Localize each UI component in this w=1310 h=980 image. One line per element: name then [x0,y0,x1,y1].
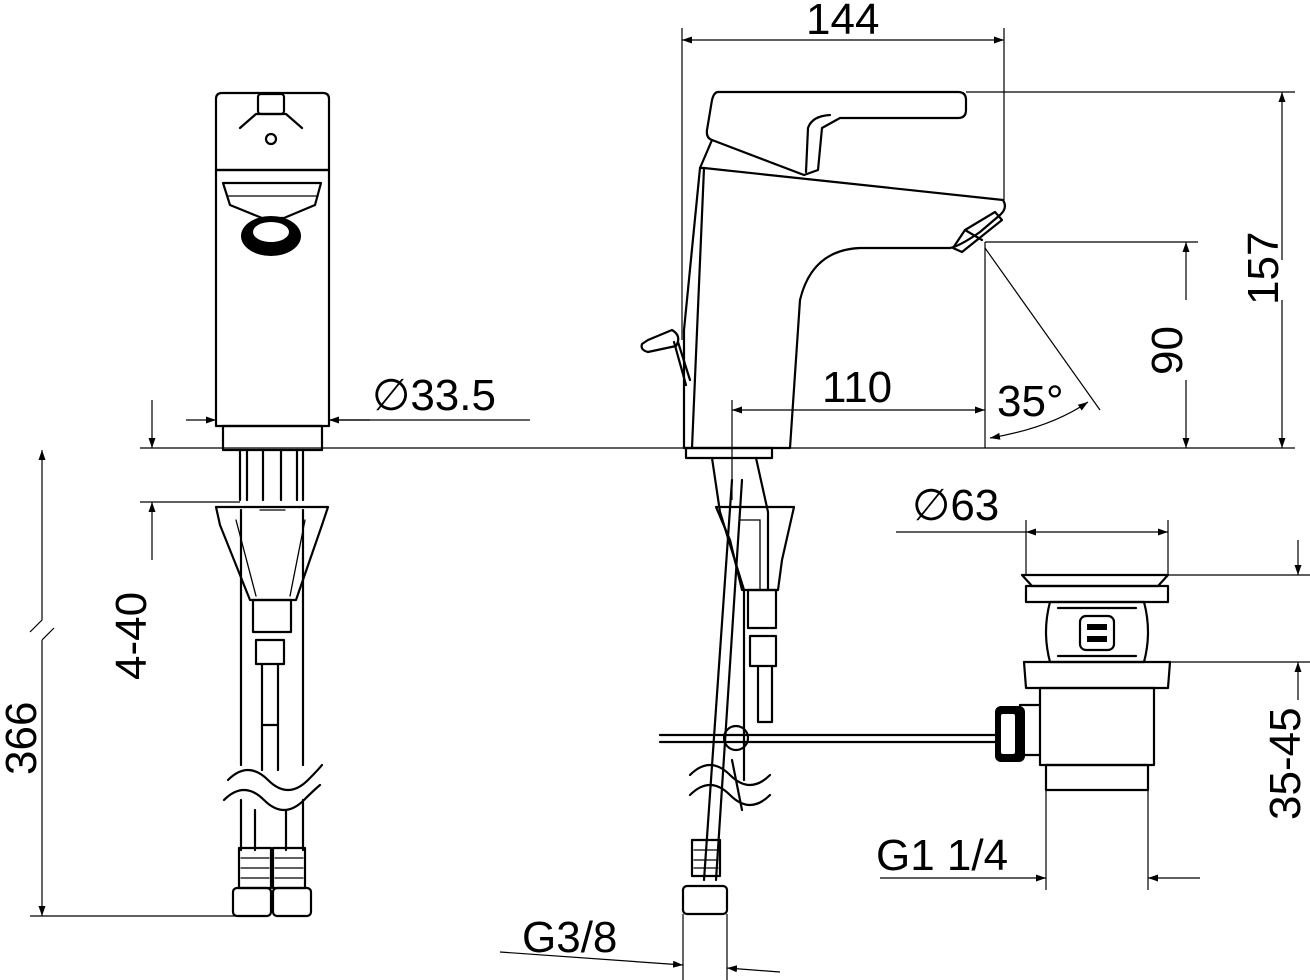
side-view [640,90,1007,916]
outlet-height-label: 90 [1143,326,1192,375]
front-view [214,91,331,918]
front-hoses [214,448,330,918]
spout-width-label: 144 [806,0,879,44]
faucet-height-label: 157 [1239,232,1288,305]
front-lever-cap [214,91,331,172]
deck-thickness-label: 4-40 [107,592,156,680]
reach-label: 110 [822,363,892,412]
side-lever [698,90,968,177]
diameter-drain-label: ∅63 [912,481,999,530]
hose-thread-label: G3/8 [522,913,617,962]
diameter-body-label: ∅33.5 [372,371,496,420]
front-body [214,168,331,452]
drain-thread-label: G1 1/4 [876,831,1008,880]
dimension-lines [29,28,1310,980]
drain-assembly [995,573,1172,792]
side-hoses [658,456,1002,916]
angle-label: 35° [997,377,1064,426]
drain-range-label: 35-45 [1261,707,1310,820]
side-body [640,166,1007,460]
total-height-label: 366 [0,702,46,775]
